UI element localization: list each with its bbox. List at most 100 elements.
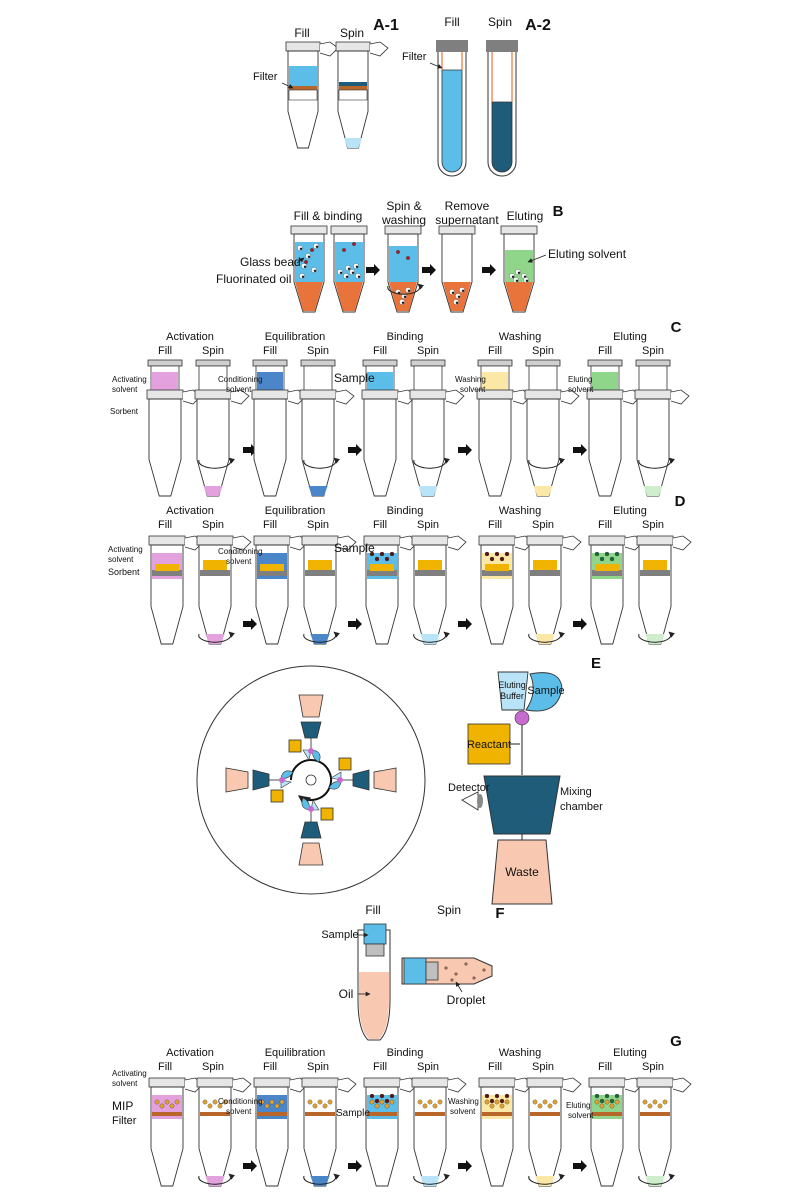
tube-hinge [232,1077,252,1093]
g-g-fill-tube-4 [588,1077,644,1187]
sorbent [308,560,332,570]
sample-chamber [328,781,342,790]
b-tube-3 [384,225,422,313]
f-sample-chamber [363,923,387,945]
tube-hinge [337,535,357,551]
f-oil-label: Oil [339,987,354,1001]
tube-body [588,398,622,497]
mip-particle [599,1103,605,1109]
g-c-spin-arrow-2 [413,457,451,469]
a1-fill-stem [288,89,318,101]
g-eluting-1: Eluting [566,1101,590,1110]
tube-cap [285,41,321,52]
g-g-stage-4: Eluting [613,1047,647,1059]
e-sample-label: Sample [527,685,564,697]
mixing-chamber [300,821,322,839]
b-eluting-label: Eluting solvent [548,247,627,261]
filter [640,1112,670,1116]
sorbent [643,560,667,570]
tube-body [253,398,287,497]
b-tube-2 [330,225,368,313]
mip-particle [642,1099,648,1105]
valve [279,777,285,783]
valve [308,806,314,812]
bead-core [457,295,461,299]
g-c-spin-tube-1 [299,389,355,497]
mip-particle [317,1099,323,1105]
g-g-fill-4: Fill [598,1061,612,1073]
g-conditioning-1: Conditioning [218,1097,262,1106]
e-sample-chamber [525,672,563,712]
e-mixing-chamber [483,775,561,835]
b-step-eluting: Eluting [507,209,544,223]
c-washing-2: solvent [460,385,486,394]
a1-fill-filter [289,86,317,90]
filter [257,1112,287,1116]
bead-core [303,265,307,269]
bead-core [407,289,411,293]
bound-molecule [609,1098,615,1104]
g-d-fill-1: Fill [263,519,277,531]
a2-fill-tube [436,40,468,177]
a2-spin-label: Spin [488,15,512,29]
g-washing-1: Washing [448,1097,479,1106]
g-d-fill-tube-0 [148,535,204,645]
rotor-center [305,774,317,786]
rotor-unit-top [288,694,324,763]
bound-molecule [379,551,385,557]
g-c-spin-tube-4 [634,389,690,497]
sorbent [595,564,619,571]
c-eluting-1: Eluting [568,375,592,384]
b-step-spin: Spin & [386,199,421,213]
tube-hinge [672,535,692,551]
bound-molecule [599,556,605,562]
sample-chamber [280,770,294,779]
bound-molecule [374,1098,380,1104]
sorbent [260,564,284,571]
frit [367,570,397,576]
tube-hinge [447,535,467,551]
tube-hinge [670,389,690,405]
frit [415,570,445,576]
bound-molecule [614,551,620,557]
mip-particle [499,1103,505,1109]
mip-particle [484,1099,490,1105]
frit [200,570,230,576]
g-c-fill-4: Fill [598,345,612,357]
g-d-fill-4: Fill [598,519,612,531]
a2-spin-tube [486,40,518,177]
d-activating-1: Activating [108,545,143,554]
step-arrow [573,618,587,630]
mip-particle [614,1099,620,1105]
tube-hinge [337,1077,357,1093]
g-c-spin-tube-0 [194,389,250,497]
tube-cap [588,1077,626,1088]
tube-body [478,398,512,497]
tube-cap [636,535,674,546]
tube-body [363,398,397,497]
e-waste-label: Waste [505,865,539,879]
f-fill-label: Fill [365,903,380,917]
mip-particle [307,1099,313,1105]
tube-cap [196,1077,234,1088]
g-activating-1: Activating [112,1069,147,1078]
mip-particle [259,1099,265,1105]
tube-body [526,398,560,497]
mip-particle [494,1099,500,1105]
bound-molecule [384,556,390,562]
f-droplet [464,962,468,966]
bound-molecule [499,1098,505,1104]
e-eluting-1: Eluting [498,680,526,690]
sample-chamber [312,749,321,763]
g-c-fill-tube-4 [586,389,642,497]
bead-core [357,275,361,279]
bound-molecule [484,1093,490,1099]
a1-spin-liquid [339,82,367,86]
filter [200,1112,230,1116]
bound-molecule [389,551,395,557]
tube-body [148,398,182,497]
c-conditioning-2: solvent [226,385,252,394]
g-c-spin-arrow-1 [303,457,341,469]
